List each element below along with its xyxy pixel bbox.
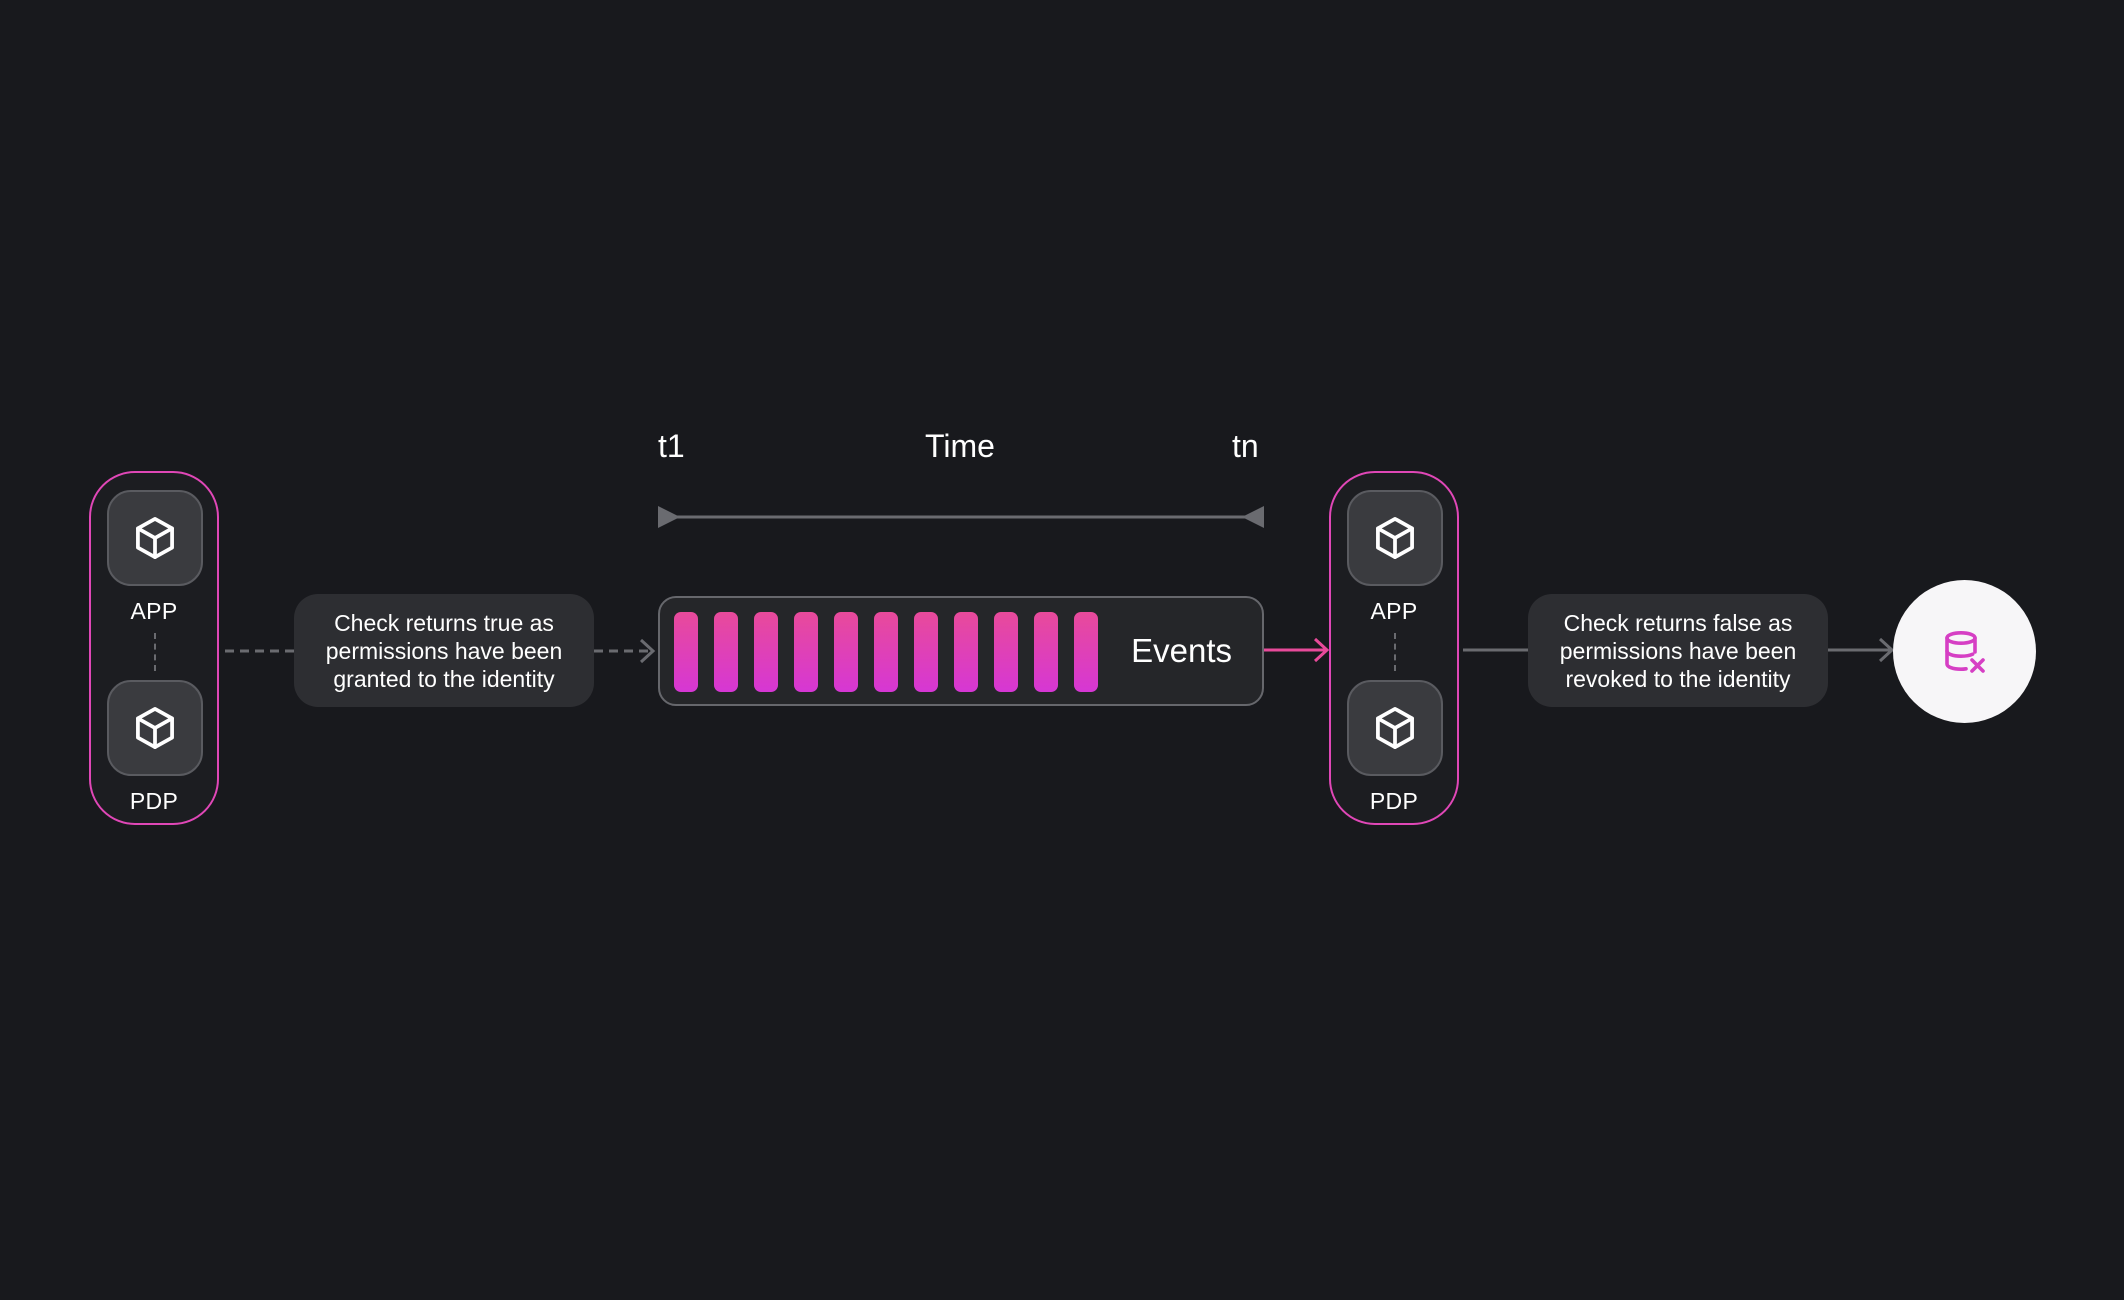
- event-bar: [1074, 612, 1098, 692]
- caption-granted: Check returns true as permissions have b…: [294, 594, 594, 707]
- pdp-label: PDP: [129, 788, 179, 814]
- pdp-node-tile[interactable]: [107, 680, 203, 776]
- pdp-node-tile[interactable]: [1347, 680, 1443, 776]
- time-end-label: tn: [1232, 428, 1259, 464]
- event-bar: [1034, 612, 1058, 692]
- cube-icon: [1376, 516, 1414, 560]
- event-bar: [754, 612, 778, 692]
- event-bar: [834, 612, 858, 692]
- app-node-tile[interactable]: [107, 490, 203, 586]
- time-start-label: t1: [658, 428, 685, 464]
- events-label: Events: [1131, 632, 1232, 669]
- arrowhead-2: [1878, 637, 1895, 663]
- app-label: APP: [1370, 598, 1418, 624]
- event-bar: [674, 612, 698, 692]
- event-bar: [954, 612, 978, 692]
- database-x-icon: [1944, 630, 1985, 673]
- node-dotted-link: [154, 633, 156, 671]
- event-bar: [914, 612, 938, 692]
- event-bar: [994, 612, 1018, 692]
- events-box: Events: [658, 596, 1264, 706]
- left-node-group: APP PDP: [89, 471, 219, 825]
- app-node-tile[interactable]: [1347, 490, 1443, 586]
- pink-arrowhead: [1313, 637, 1330, 663]
- cube-icon: [136, 516, 174, 560]
- event-bar: [874, 612, 898, 692]
- result-node[interactable]: [1893, 580, 2036, 723]
- cube-icon: [136, 706, 174, 750]
- right-node-group: APP PDP: [1329, 471, 1459, 825]
- time-axis-end-marker: [1242, 506, 1264, 528]
- caption-revoked: Check returns false as permissions have …: [1528, 594, 1828, 707]
- app-label: APP: [130, 598, 178, 624]
- event-bar: [714, 612, 738, 692]
- time-axis-title: Time: [925, 428, 995, 464]
- pdp-label: PDP: [1369, 788, 1419, 814]
- cube-icon: [1376, 706, 1414, 750]
- node-dotted-link: [1394, 633, 1396, 671]
- arrowhead-1: [639, 638, 656, 664]
- event-bar: [794, 612, 818, 692]
- time-axis-start-marker: [658, 506, 680, 528]
